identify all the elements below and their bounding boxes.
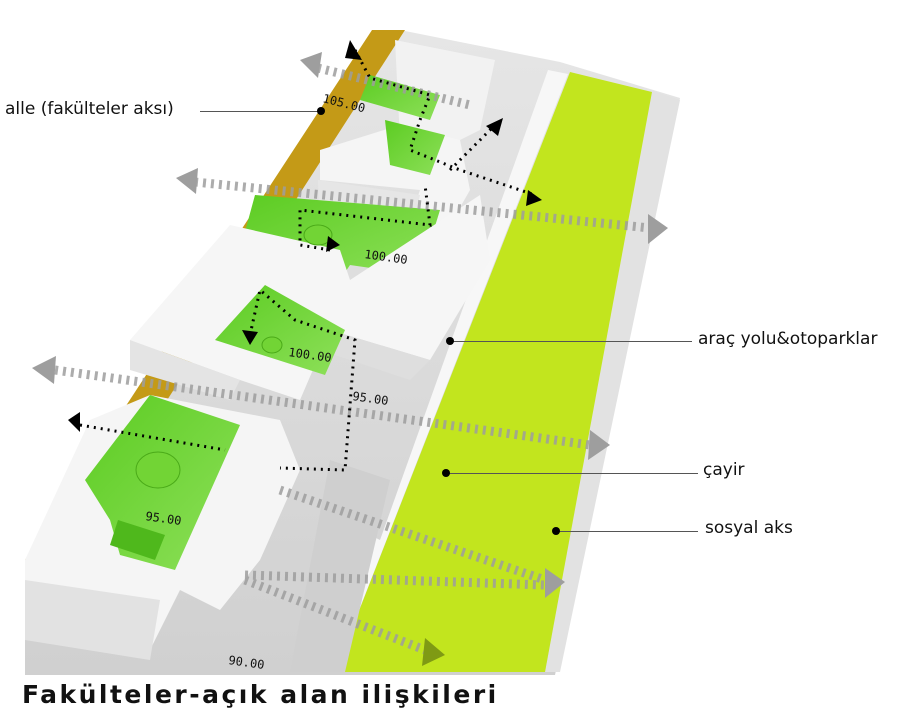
meadow-strip	[335, 72, 652, 672]
arrowhead	[545, 568, 565, 598]
elevation-label: 100.00	[288, 345, 333, 365]
arrowhead	[526, 190, 542, 206]
axis-arrow	[243, 575, 427, 655]
arrowhead	[68, 412, 80, 432]
marker-dot	[552, 527, 560, 535]
courtyard-circle	[303, 224, 333, 246]
marker-dot	[442, 469, 450, 477]
arrowhead	[422, 638, 445, 666]
axis-arrowheads	[32, 52, 668, 666]
leader-line	[558, 531, 698, 532]
marker-dot	[446, 337, 454, 345]
arrowhead	[486, 118, 503, 136]
label-alle: alle (fakülteler aksı)	[5, 99, 174, 119]
axis-arrow	[54, 365, 591, 450]
leader-line	[200, 111, 318, 112]
axis-arrow	[278, 485, 547, 585]
social-axis-strip	[545, 90, 680, 672]
arrowhead	[242, 330, 258, 345]
axis-arrow	[244, 570, 546, 590]
elevation-label: 95.00	[352, 389, 390, 408]
leader-line	[448, 473, 698, 474]
diagram-title: Fakülteler-açık alan ilişkileri	[22, 680, 499, 709]
label-social-axis: sosyal aks	[705, 518, 793, 538]
axis-arrow	[316, 63, 472, 110]
road-strip	[300, 70, 568, 672]
label-road: araç yolu&otoparklar	[698, 329, 878, 349]
courtyard-100b	[215, 285, 345, 375]
courtyard-circle	[261, 336, 283, 354]
arrowhead	[345, 40, 362, 60]
courtyard-circle	[135, 451, 181, 489]
arrowhead	[326, 236, 340, 252]
path-arrowheads	[68, 40, 542, 432]
arrowhead	[648, 214, 668, 244]
elevation-label: 100.00	[364, 247, 409, 267]
elevation-label: 95.00	[145, 509, 183, 528]
marker-dot	[317, 107, 325, 115]
arrowhead	[176, 168, 198, 194]
axis-arrows	[54, 63, 651, 655]
arrowhead	[300, 52, 322, 78]
building-block-middle	[130, 195, 490, 400]
elevation-label: 90.00	[228, 653, 266, 672]
label-meadow: çayir	[703, 460, 745, 480]
parking-area	[290, 460, 390, 672]
leader-line	[452, 341, 692, 342]
arrowhead	[588, 430, 610, 460]
arrowhead	[32, 356, 56, 384]
courtyard-95-step	[110, 520, 165, 560]
